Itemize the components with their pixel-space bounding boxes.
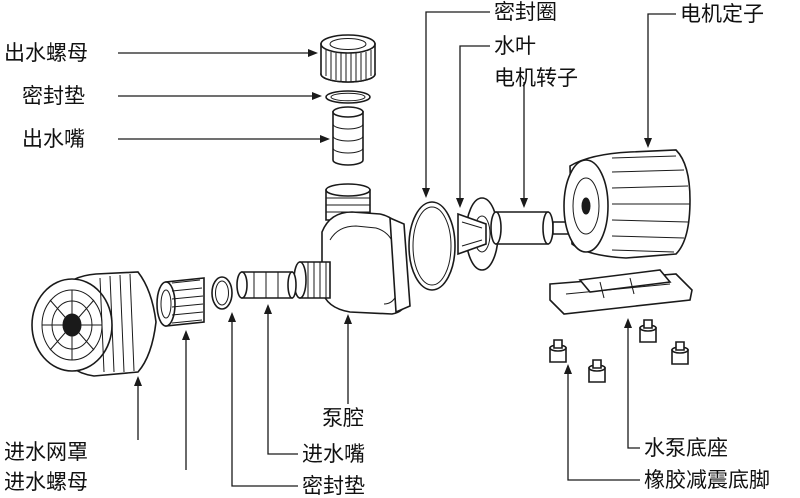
label-outlet-nozzle: 出水嘴 — [22, 127, 85, 151]
seal-ring-part — [408, 201, 456, 291]
label-inlet-gasket: 密封垫 — [302, 474, 365, 498]
label-motor-stator: 电机定子 — [680, 2, 764, 26]
impeller-rotor-part — [457, 197, 571, 271]
pump-base-part — [549, 269, 693, 315]
label-outlet-nut: 出水螺母 — [4, 41, 88, 65]
label-outlet-gasket: 密封垫 — [22, 84, 85, 108]
leader-lines — [118, 11, 676, 487]
motor-stator-part — [563, 149, 691, 259]
label-pump-chamber: 泵腔 — [322, 406, 364, 430]
label-impeller: 水叶 — [494, 34, 536, 58]
inlet-screen-part — [31, 271, 157, 377]
label-pump-base: 水泵底座 — [644, 436, 728, 460]
rubber-feet-part — [549, 319, 689, 383]
label-rubber-feet: 橡胶减震底脚 — [644, 468, 770, 492]
label-inlet-nut: 进水螺母 — [4, 470, 88, 494]
inlet-gasket-part — [211, 276, 233, 310]
label-motor-rotor: 电机转子 — [494, 66, 578, 90]
outlet-nozzle-part — [332, 106, 364, 166]
outlet-nut-part — [320, 34, 376, 83]
label-seal-ring: 密封圈 — [494, 0, 557, 24]
label-inlet-screen: 进水网罩 — [4, 440, 88, 464]
pump-chamber-part — [293, 183, 411, 315]
outlet-gasket-part — [325, 90, 371, 104]
inlet-nozzle-part — [236, 271, 297, 299]
label-inlet-nozzle: 进水嘴 — [302, 442, 365, 466]
inlet-nut-part — [156, 277, 205, 327]
